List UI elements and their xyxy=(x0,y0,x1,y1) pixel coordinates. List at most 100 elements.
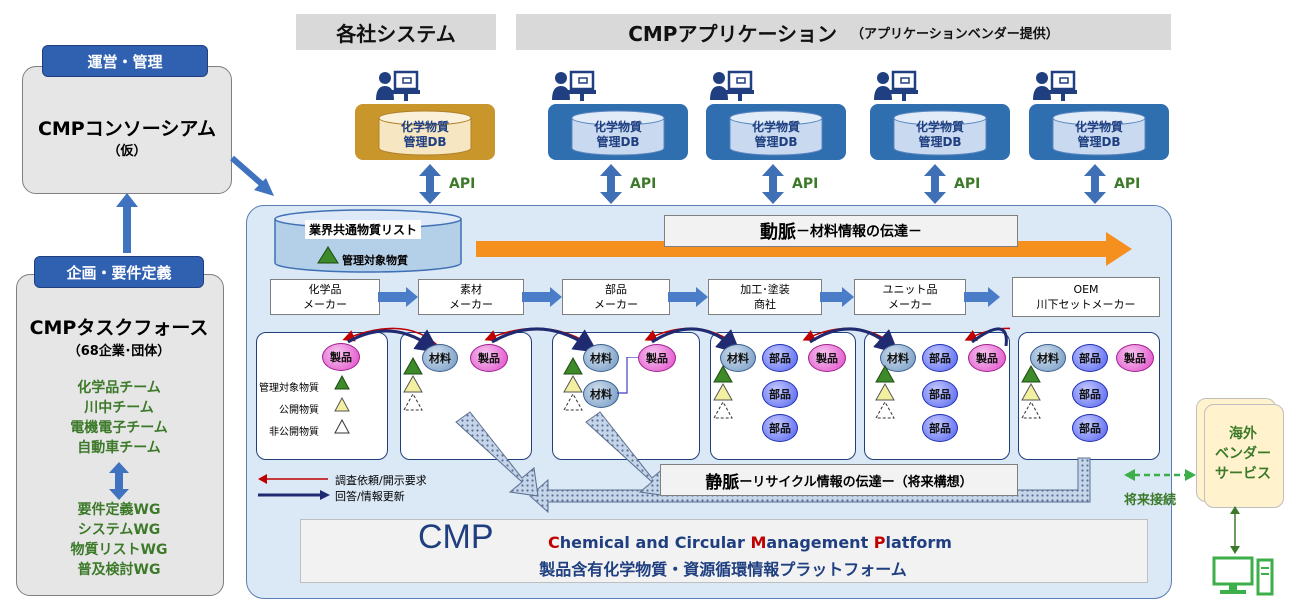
taskforce-subtitle: （68企業･団体） xyxy=(67,344,171,359)
material-chip: 材料 xyxy=(422,344,458,372)
team-item: 自動車チーム xyxy=(77,440,161,456)
legend-response-label: 回答/情報更新 xyxy=(335,490,405,503)
future-connection-label: 将来接続 xyxy=(1124,493,1177,508)
consortium-subtitle: （仮） xyxy=(107,144,147,159)
db-cylinder-icon xyxy=(729,110,823,156)
cmp-apps-label: CMPアプリケーション xyxy=(628,21,838,46)
artery-arrow-icon xyxy=(476,232,1132,266)
app-db-box: 化学物質管理DB xyxy=(1029,104,1169,160)
vein-title: 静脈 xyxy=(705,472,740,493)
private-triangle-icon xyxy=(334,419,350,434)
up-arrow-icon xyxy=(116,193,138,253)
part-chip: 部品 xyxy=(922,380,958,408)
cmp-full-name: Chemical and Circular Management Platfor… xyxy=(548,533,952,552)
api-label: API xyxy=(1114,176,1141,192)
vertical-link-arrow-icon xyxy=(1230,506,1240,554)
taskforce-title: CMPタスクフォース xyxy=(29,317,209,339)
overseas-vendor-box xyxy=(1204,404,1284,508)
substance-triangles-icon xyxy=(1021,364,1041,419)
user-pc-icon xyxy=(709,70,755,102)
legend-request-label: 調査依頼/開示要求 xyxy=(335,474,427,487)
db-label: 化学物質管理DB xyxy=(751,120,800,149)
request-response-arrows-icon xyxy=(342,327,1010,354)
common-list-item: 管理対象物質 xyxy=(342,254,408,267)
substance-triangles-icon xyxy=(403,356,423,411)
consortium-arrow-icon xyxy=(230,155,274,196)
role-material-maker: 素材メーカー xyxy=(418,279,524,315)
api-arrow-icon xyxy=(762,164,784,204)
app-db-box: 化学物質管理DB xyxy=(870,104,1010,160)
team-item: 化学品チーム xyxy=(77,380,161,396)
future-connection-arrow-icon xyxy=(1124,469,1196,481)
material-chip: 材料 xyxy=(1030,344,1066,372)
legend-private-label: 非公開物質 xyxy=(269,427,319,438)
api-label: API xyxy=(954,176,981,192)
wg-item: 普及検討WG xyxy=(77,562,161,578)
part-chip: 部品 xyxy=(1072,380,1108,408)
company-systems-label: 各社システム xyxy=(336,21,456,46)
cmp-japanese-name: 製品含有化学物質・資源循環情報プラットフォーム xyxy=(539,560,907,579)
material-chip: 材料 xyxy=(583,344,619,372)
substance-triangles-icon xyxy=(563,356,583,411)
part-chip: 部品 xyxy=(922,344,958,372)
cmp-apps-sublabel: （アプリケーションベンダー提供） xyxy=(851,26,1059,42)
db-cylinder-icon xyxy=(1052,110,1146,156)
role-processing-trader: 加工･塗装商社 xyxy=(708,279,822,315)
team-item: 電機電子チーム xyxy=(70,420,168,436)
app-db-box: 化学物質管理DB xyxy=(706,104,846,160)
wg-item: 要件定義WG xyxy=(77,502,161,518)
part-chip: 部品 xyxy=(762,414,798,442)
artery-title: 動脈 xyxy=(760,222,796,243)
api-label: API xyxy=(630,176,657,192)
wg-item: システムWG xyxy=(77,522,161,538)
ops-tag-label: 運営・管理 xyxy=(87,52,163,71)
material-chip: 材料 xyxy=(583,380,619,408)
product-chip: 製品 xyxy=(968,344,1006,372)
vein-arrow-icon xyxy=(455,411,1091,514)
db-label: 化学物質管理DB xyxy=(400,120,449,149)
api-label: API xyxy=(449,176,476,192)
app-db-box: 化学物質管理DB xyxy=(548,104,688,160)
team-item: 川中チーム xyxy=(84,400,154,416)
api-arrow-icon xyxy=(1084,164,1106,204)
product-chip: 製品 xyxy=(1116,344,1154,372)
substance-triangles-icon xyxy=(875,364,895,419)
product-chip: 製品 xyxy=(638,344,676,372)
cmp-apps-header: CMPアプリケーション （アプリケーションベンダー提供） xyxy=(516,14,1171,50)
public-triangle-icon xyxy=(334,397,350,412)
cmp-name-box xyxy=(300,519,1148,583)
db-label: 化学物質管理DB xyxy=(593,120,642,149)
substance-triangles-icon xyxy=(713,364,733,419)
db-label: 化学物質管理DB xyxy=(915,120,964,149)
ops-tag: 運営・管理 xyxy=(42,45,208,77)
common-list-title: 業界共通物質リスト xyxy=(305,220,422,239)
consortium-title: CMPコンソーシアム xyxy=(37,118,217,140)
role-parts-maker: 部品メーカー xyxy=(562,279,670,315)
consortium-panel xyxy=(22,66,232,194)
role-chemical-maker: 化学品メーカー xyxy=(270,279,380,315)
managed-triangle-icon xyxy=(334,375,350,390)
plan-tag: 企画・要件定義 xyxy=(34,256,204,288)
double-arrow-icon xyxy=(109,462,129,500)
request-legend-arrow-icon xyxy=(258,474,328,484)
legend-managed-label: 管理対象物質 xyxy=(259,383,319,394)
user-pc-icon xyxy=(551,70,597,102)
product-chip: 製品 xyxy=(808,344,846,372)
api-label: API xyxy=(792,176,819,192)
wg-item: 物質リストWG xyxy=(70,542,168,558)
taskforce-panel xyxy=(16,274,224,596)
db-cylinder-icon xyxy=(378,110,472,156)
db-cylinder-icon xyxy=(893,110,987,156)
overseas-vendor-label: 海外ベンダーサービス xyxy=(1215,426,1271,482)
plan-tag-label: 企画・要件定義 xyxy=(66,263,172,282)
wg-list: 要件定義WG システムWG 物質リストWG 普及検討WG xyxy=(16,500,222,580)
response-legend-arrow-icon xyxy=(258,490,330,500)
part-chip: 部品 xyxy=(762,380,798,408)
part-chip: 部品 xyxy=(1072,344,1108,372)
part-chip: 部品 xyxy=(922,414,958,442)
part-chip: 部品 xyxy=(762,344,798,372)
api-arrow-icon xyxy=(419,164,441,204)
vein-subtitle: ーリサイクル情報の伝達ー（将来構想） xyxy=(739,474,973,490)
user-pc-icon xyxy=(375,70,421,102)
